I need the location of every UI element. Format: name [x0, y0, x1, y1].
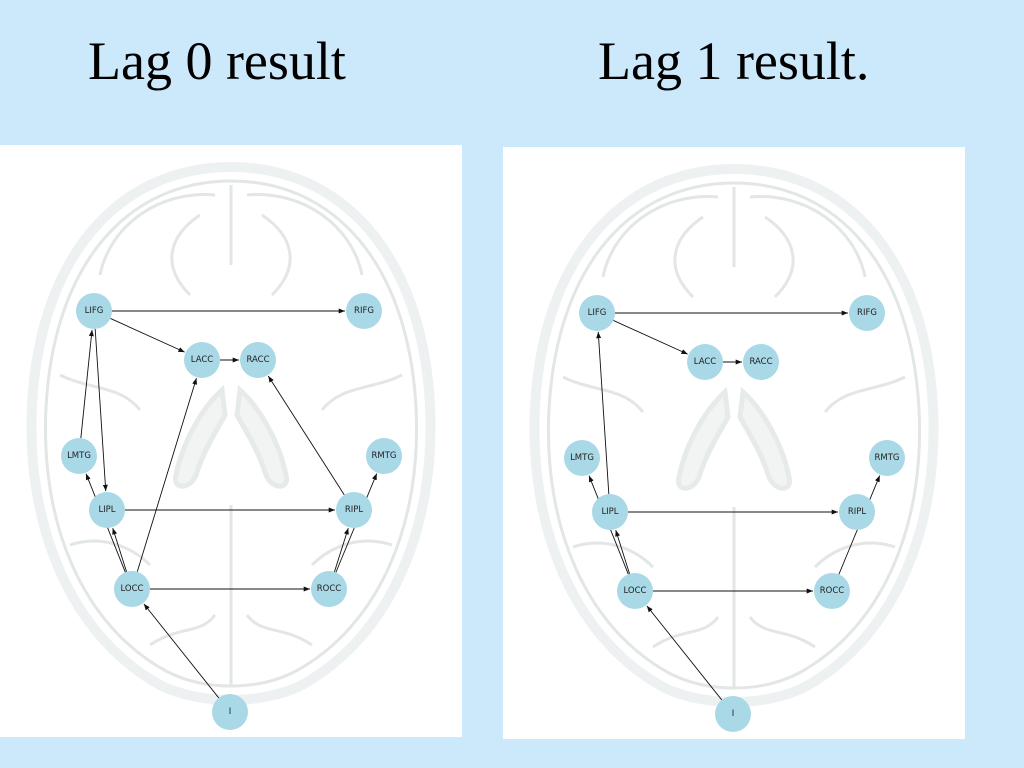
node-lifg: LIFG: [76, 293, 112, 329]
node-i: I: [715, 696, 751, 732]
node-label: LMTG: [67, 451, 91, 461]
edge-LMTG-LIFG: [80, 329, 94, 439]
graph-lag1: LIFG RIFG LACC RACC LMTG RMTG LIPL RIPL LOCC ROCC…: [529, 163, 939, 732]
node-rocc: ROCC: [311, 571, 347, 607]
node-racc: RACC: [240, 342, 276, 378]
edge-ROCC-RIPL: [334, 527, 349, 572]
brain-outline: [26, 161, 436, 705]
node-circle: [346, 293, 382, 329]
node-label: LACC: [694, 357, 717, 367]
node-label: LOCC: [624, 586, 647, 596]
node-circle: [366, 438, 402, 474]
edge-LOCC-LIPL: [615, 529, 630, 574]
node-circle: [61, 438, 97, 474]
node-label: LACC: [191, 355, 214, 365]
node-circle: [184, 342, 220, 378]
edge-I-LOCC: [646, 605, 723, 701]
node-circle: [212, 694, 248, 730]
node-label: ROCC: [820, 586, 845, 596]
node-label: ROCC: [317, 584, 342, 594]
node-circle: [311, 571, 347, 607]
node-label: RIPL: [848, 507, 867, 517]
node-rmtg: RMTG: [869, 440, 905, 476]
node-locc: LOCC: [114, 571, 150, 607]
node-rocc: ROCC: [814, 573, 850, 609]
node-label: LIFG: [588, 308, 607, 318]
node-rmtg: RMTG: [366, 438, 402, 474]
node-label: RIFG: [354, 306, 374, 316]
edge-RIPL-RACC: [267, 375, 345, 496]
node-circle: [849, 295, 885, 331]
node-label: RMTG: [874, 453, 899, 463]
edge-LOCC-LIPL: [112, 527, 127, 572]
node-circle: [240, 342, 276, 378]
node-circle: [89, 492, 125, 528]
node-circle: [814, 573, 850, 609]
nodes: LIFG RIFG LACC RACC LMTG RMTG LIPL RIPL LOCC ROCC…: [61, 293, 402, 730]
node-label: RIPL: [345, 505, 364, 515]
node-lacc: LACC: [687, 344, 723, 380]
node-circle: [869, 440, 905, 476]
panel-lag1: LIFG RIFG LACC RACC LMTG RMTG LIPL RIPL LOCC ROCC…: [503, 147, 965, 739]
title-lag1: Lag 1 result.: [598, 31, 870, 91]
node-circle: [592, 494, 628, 530]
node-lipl: LIPL: [592, 494, 628, 530]
node-label: RIFG: [857, 308, 877, 318]
edge-LIFG-LACC: [110, 318, 185, 353]
graph-lag0: LIFG RIFG LACC RACC LMTG RMTG LIPL RIPL LOCC ROCC…: [26, 161, 436, 730]
node-circle: [687, 344, 723, 380]
node-ripl: RIPL: [336, 492, 372, 528]
node-lifg: LIFG: [579, 295, 615, 331]
node-rifg: RIFG: [849, 295, 885, 331]
node-circle: [76, 293, 112, 329]
node-lmtg: LMTG: [564, 440, 600, 476]
node-circle: [743, 344, 779, 380]
edge-LIPL-LIFG: [596, 331, 610, 495]
node-label: RACC: [749, 357, 772, 367]
node-label: LIPL: [98, 505, 115, 515]
node-circle: [715, 696, 751, 732]
node-circle: [579, 295, 615, 331]
node-circle: [617, 573, 653, 609]
title-lag0: Lag 0 result: [88, 31, 346, 91]
node-rifg: RIFG: [346, 293, 382, 329]
edge-LIFG-LACC: [613, 320, 688, 355]
edge-LIFG-LIPL: [94, 328, 108, 492]
node-lacc: LACC: [184, 342, 220, 378]
node-label: RACC: [246, 355, 269, 365]
node-lipl: LIPL: [89, 492, 125, 528]
node-label: LIFG: [85, 306, 104, 316]
edge-LOCC-LACC: [136, 378, 198, 572]
node-i: I: [212, 694, 248, 730]
edges: [588, 310, 881, 701]
node-lmtg: LMTG: [61, 438, 97, 474]
brain-outline: [529, 163, 939, 707]
node-circle: [336, 492, 372, 528]
node-label: I: [229, 707, 232, 717]
edge-I-LOCC: [143, 603, 220, 699]
node-label: LIPL: [601, 507, 618, 517]
node-label: RMTG: [371, 451, 396, 461]
node-racc: RACC: [743, 344, 779, 380]
nodes: LIFG RIFG LACC RACC LMTG RMTG LIPL RIPL LOCC ROCC…: [564, 295, 905, 732]
node-label: I: [732, 709, 735, 719]
node-label: LMTG: [570, 453, 594, 463]
node-circle: [839, 494, 875, 530]
node-circle: [114, 571, 150, 607]
panel-lag0: LIFG RIFG LACC RACC LMTG RMTG LIPL RIPL LOCC ROCC…: [0, 145, 462, 737]
node-label: LOCC: [121, 584, 144, 594]
node-ripl: RIPL: [839, 494, 875, 530]
node-locc: LOCC: [617, 573, 653, 609]
node-circle: [564, 440, 600, 476]
